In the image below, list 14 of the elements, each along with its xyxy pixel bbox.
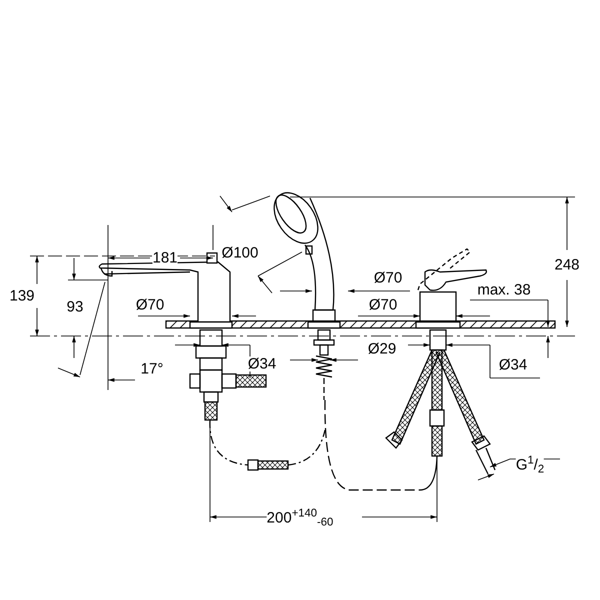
dimension-label: max. 38 [477,282,531,298]
dimension-label: Ø34 [248,356,276,372]
dimension-label: Ø70 [374,270,402,286]
dimension-label: 139 [9,288,35,304]
dimension-label: Ø70 [368,298,398,312]
dimension-label: 181 [152,250,178,266]
dimension-label: Ø70 [136,298,164,312]
dimension-label: 93 [66,300,84,314]
dimension-label: Ø100 [222,246,258,260]
dimension-label: 17° [140,362,164,376]
dimension-label: 248 [554,258,580,272]
dimension-label: Ø34 [498,358,528,372]
dimension-label: Ø29 [368,342,396,356]
dimension-label: G$^{1}$/$_{2}$ [516,458,544,472]
